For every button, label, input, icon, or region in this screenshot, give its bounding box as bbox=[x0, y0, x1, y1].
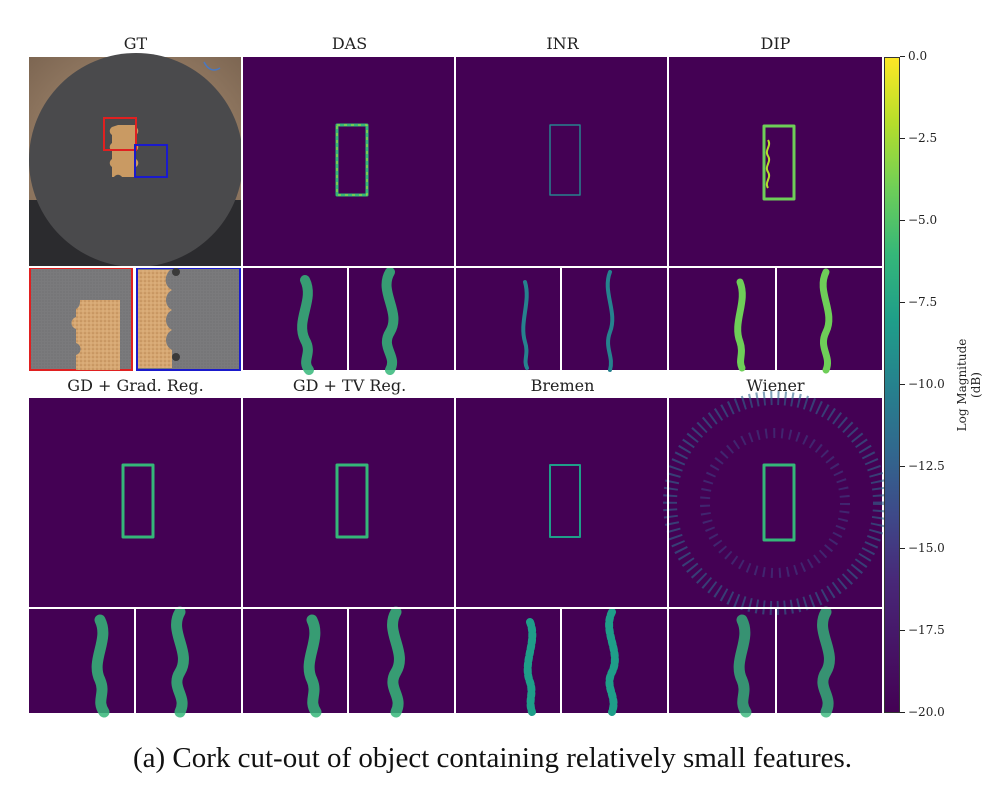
panel-title-gd-tv: GD + TV Reg. bbox=[292, 376, 407, 395]
colorbar-tick: −10.0 bbox=[900, 377, 945, 391]
colorbar-tick: 0.0 bbox=[900, 49, 927, 63]
figure-caption: (a) Cork cut-out of object containing re… bbox=[132, 742, 853, 774]
colorbar-tick: −5.0 bbox=[900, 213, 937, 227]
panel-title-wiener: Wiener bbox=[746, 376, 805, 395]
zoom-strokes bbox=[91, 267, 835, 718]
gt-zoom-blue bbox=[136, 267, 241, 371]
panel-title-gd-grad: GD + Grad. Reg. bbox=[67, 376, 204, 395]
gt-zoom-red bbox=[29, 267, 133, 371]
colorbar-tick: −12.5 bbox=[900, 459, 945, 473]
recon-outlines bbox=[121, 123, 887, 615]
panel-title-inr: INR bbox=[546, 34, 579, 53]
recon-panels bbox=[29, 57, 882, 713]
panel-separators bbox=[29, 57, 882, 713]
colorbar-tick: −17.5 bbox=[900, 623, 945, 637]
colorbar-tick: −15.0 bbox=[900, 541, 945, 555]
colorbar bbox=[884, 57, 900, 713]
gt-photo bbox=[29, 53, 243, 267]
colorbar-tick: −2.5 bbox=[900, 131, 937, 145]
panel-title-bremen: Bremen bbox=[530, 376, 595, 395]
colorbar-tick: −20.0 bbox=[900, 705, 945, 719]
colorbar-label: Log Magnitude (dB) bbox=[955, 338, 983, 432]
colorbar-tick: −7.5 bbox=[900, 295, 937, 309]
panel-title-gt: GT bbox=[123, 34, 148, 53]
panel-title-das: DAS bbox=[331, 34, 368, 53]
panel-title-dip: DIP bbox=[760, 34, 791, 53]
